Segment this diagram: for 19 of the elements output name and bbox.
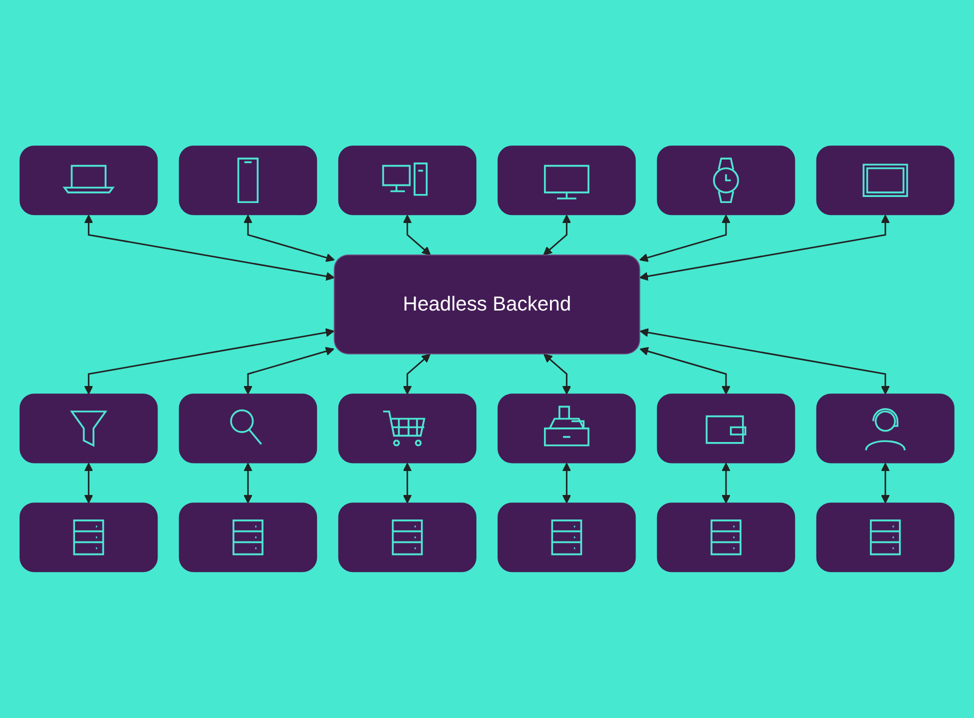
double-arrow (244, 214, 335, 262)
double-arrow (402, 462, 412, 504)
double-arrow (562, 462, 572, 504)
node-label: Headless Backend (402, 292, 572, 318)
double-arrow (84, 214, 335, 281)
double-arrow (639, 214, 730, 262)
double-arrow (244, 462, 252, 504)
double-arrow (84, 462, 94, 504)
double-arrow (722, 462, 730, 504)
double-arrow (880, 462, 890, 504)
double-arrow (639, 214, 890, 281)
double-arrow (84, 328, 334, 395)
double-arrow (640, 347, 730, 395)
double-arrow (402, 354, 431, 395)
double-arrow (640, 328, 890, 395)
double-arrow (543, 354, 572, 395)
double-arrow (402, 214, 431, 256)
double-arrow (543, 214, 572, 256)
double-arrow (244, 347, 334, 395)
